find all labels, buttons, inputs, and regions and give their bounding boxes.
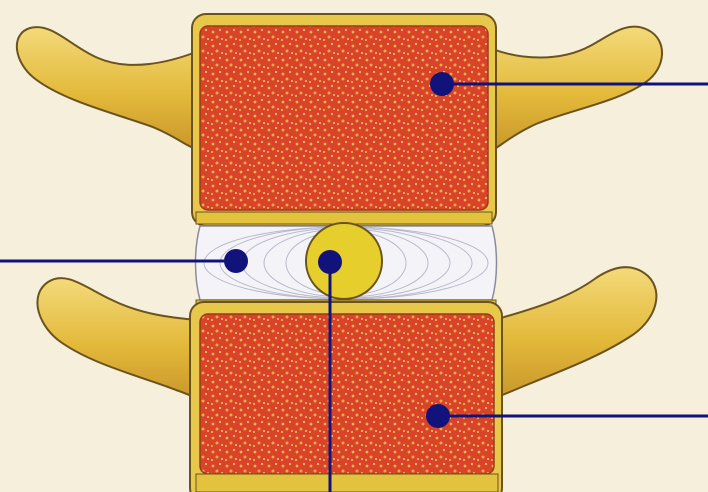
lower-bottom-endplate bbox=[196, 474, 498, 492]
upper-vertebral-body bbox=[200, 26, 488, 210]
nucleus-pulposus bbox=[306, 223, 382, 299]
upper-right-process bbox=[490, 27, 662, 152]
lower-left-process bbox=[37, 278, 200, 400]
pointer-dot-upper-body bbox=[430, 72, 454, 96]
upper-left-process bbox=[17, 27, 198, 150]
lower-vertebral-body bbox=[200, 314, 494, 474]
lower-vertebra bbox=[37, 267, 656, 492]
pointer-dot-lower-body bbox=[426, 404, 450, 428]
pointer-dot-disc bbox=[224, 249, 248, 273]
upper-vertebra bbox=[17, 14, 662, 226]
pointer-dot-nucleus bbox=[318, 250, 342, 274]
lower-right-process bbox=[494, 267, 656, 398]
